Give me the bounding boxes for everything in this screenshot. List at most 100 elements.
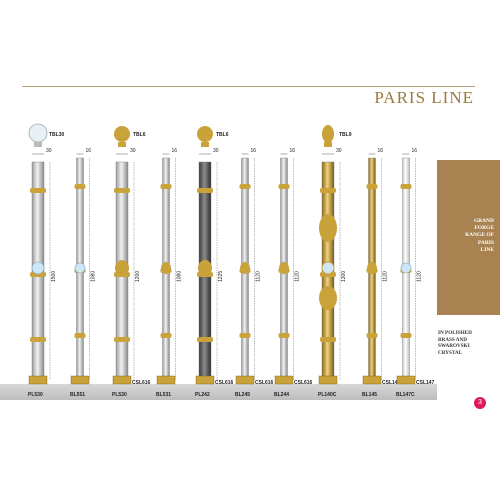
base-code-label: CSL147 [416,380,435,386]
width-dimension-label: 16 [86,148,92,154]
width-dimension-label: 16 [290,148,296,154]
material-note: IN POLISHED BRASS AND SWAROVSKI CRYSTAL [438,330,472,356]
width-dimension-label: 16 [172,148,178,154]
finial-neck [34,142,42,147]
height-dimension-label: 1120 [417,271,423,282]
page-number-badge: 3 [474,397,486,409]
height-dimension-label: 1080 [91,271,97,282]
baluster-base [274,375,294,385]
gold-collar [197,188,213,193]
gold-collar [30,337,46,342]
crystal-ornament [74,262,86,274]
gold-ornament [367,262,377,274]
gold-collar [400,333,412,338]
gold-ornament [198,260,212,276]
baluster-base [362,375,382,385]
finial-neck [324,142,332,147]
finial-neck [118,142,126,147]
gold-collar [114,337,130,342]
width-dimension-label: 30 [213,148,219,154]
height-dimension-label: 1120 [295,271,301,282]
gold-collar [320,188,336,193]
gold-collar [30,188,46,193]
crystal-ornament [400,262,412,274]
width-dimension-label: 16 [412,148,418,154]
top-code-label: TBL6 [133,132,146,138]
width-dimension-label: 30 [46,148,52,154]
baluster-base [396,375,416,385]
gold-collar [400,184,412,189]
top-code-label: TBL6 [216,132,229,138]
page-title: PARIS LINE [374,88,474,107]
width-dimension-label: 30 [130,148,136,154]
width-dimension-label: 30 [336,148,342,154]
gold-ornament [115,260,129,276]
height-dimension-label: 1500 [51,271,57,282]
product-code-label: BL244 [274,392,289,398]
product-code-label: BL245 [235,392,250,398]
base-code-label: CSL616 [215,380,234,386]
gold-urn-finial [322,125,334,143]
width-dimension-label: 16 [378,148,384,154]
product-code-label: BL531 [156,392,171,398]
gold-ornament [319,214,337,242]
gold-ornament [279,262,289,274]
header-rule [22,86,475,87]
height-dimension-label: 1120 [383,271,389,282]
gold-collar [160,333,172,338]
gold-collar [239,184,251,189]
height-dimension-label: 1120 [256,271,262,282]
gold-collar [239,333,251,338]
product-code-label: PL242 [195,392,210,398]
side-panel: GRAND FORGE RANGE OF PARIS LINE [437,160,500,315]
gold-ball-finial [197,126,213,142]
gold-ornament [240,262,250,274]
height-dimension-label: 1080 [177,271,183,282]
crystal-finial [28,123,48,143]
baluster-base [318,375,338,385]
product-code-label: BL551 [70,392,85,398]
gold-collar [278,184,290,189]
baluster-base [70,375,90,385]
gold-collar [197,337,213,342]
top-code-label: TBL30 [49,132,65,138]
base-code-label: CSL616 [132,380,151,386]
height-dimension-label: 1300 [341,271,347,282]
gold-collar [114,188,130,193]
product-code-label: BL145 [362,392,377,398]
width-dimension-label: 16 [251,148,257,154]
gold-collar [320,337,336,342]
product-code-label: PL140C [318,392,337,398]
crystal-ornament [31,261,45,275]
finial-neck [201,142,209,147]
baluster-base [195,375,215,385]
gold-ball-finial [114,126,130,142]
gold-ornament [161,262,171,274]
baluster-base [235,375,255,385]
side-panel-text: GRAND FORGE RANGE OF PARIS LINE [465,218,494,253]
gold-collar [366,333,378,338]
product-code-label: PL530 [112,392,127,398]
baluster-base [156,375,176,385]
gold-collar [278,333,290,338]
baluster-base [112,375,132,385]
gold-collar [366,184,378,189]
height-dimension-label: 1225 [218,271,224,282]
top-code-label: TBL9 [339,132,352,138]
gold-collar [160,184,172,189]
gold-collar [74,333,86,338]
crystal-ornament [321,261,335,275]
product-code-label: PL530 [28,392,43,398]
floor-strip [0,384,437,400]
base-code-label: CSL616 [294,380,313,386]
height-dimension-label: 1200 [135,271,141,282]
gold-ornament [319,286,337,310]
gold-collar [30,272,46,277]
product-code-label: BL147C [396,392,415,398]
base-code-label: CSL616 [255,380,274,386]
gold-collar [74,184,86,189]
base-code-label: CSL147 [382,380,401,386]
baluster-base [28,375,48,385]
